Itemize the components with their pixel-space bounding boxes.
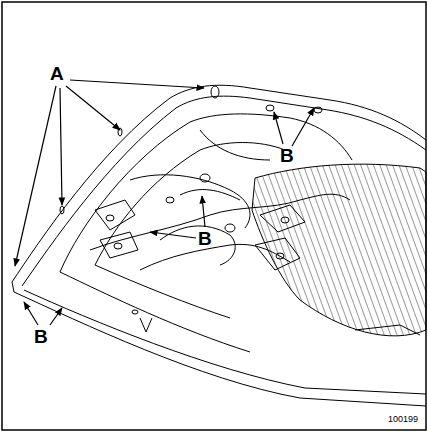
- bonnet: [12, 85, 426, 406]
- callout-letter: A: [50, 64, 64, 83]
- windscreen: [252, 164, 426, 336]
- callout-letter: B: [34, 327, 48, 346]
- callout-letter: B: [198, 229, 212, 248]
- leader-arrows: [15, 80, 314, 325]
- figure-number: 100199: [388, 415, 418, 424]
- callout-letter: B: [280, 146, 294, 165]
